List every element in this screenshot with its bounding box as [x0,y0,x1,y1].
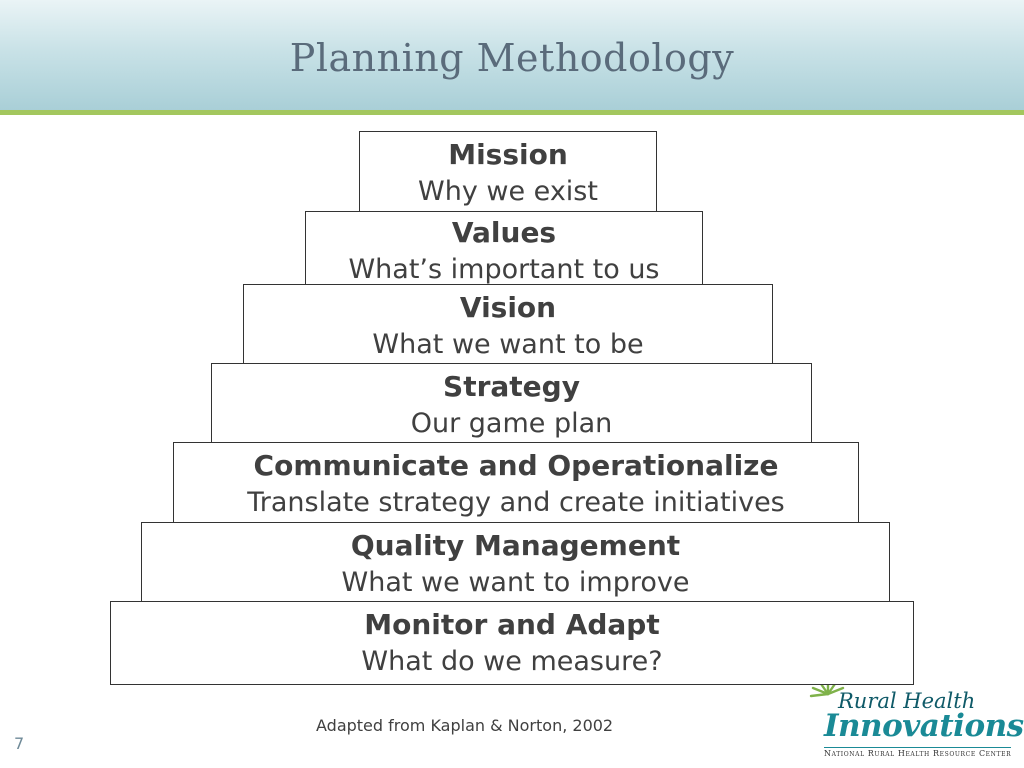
tier-name: Quality Management [350,529,681,562]
logo-text-line3: National Rural Health Resource Center [824,747,1012,758]
source-citation: Adapted from Kaplan & Norton, 2002 [316,716,614,735]
tier-description: Translate strategy and create initiative… [247,487,785,518]
tier-name: Mission [448,138,568,171]
logo-text-line1: Rural Health [838,689,976,713]
pyramid-tier-values: Values What’s important to us [305,211,703,286]
logo-tagline: National Rural Health Resource Center [824,749,1012,758]
tier-name: Monitor and Adapt [364,608,660,641]
pyramid-tier-quality-management: Quality Management What we want to impro… [141,522,890,603]
tier-description: Why we exist [418,176,598,207]
slide-header-band [0,0,1024,110]
tier-description: Our game plan [410,408,613,439]
tier-description: What we want to be [372,329,644,360]
rural-health-innovations-logo: Rural Health Innovations National Rural … [808,672,1024,760]
pyramid-tier-vision: Vision What we want to be [243,284,773,365]
tier-name: Vision [459,291,557,324]
tier-name: Strategy [443,370,580,403]
tier-name: Values [451,216,557,249]
header-accent-rule [0,110,1024,115]
slide-title: Planning Methodology [289,36,735,80]
pyramid-tier-monitor-adapt: Monitor and Adapt What do we measure? [110,601,914,685]
pyramid-tier-mission: Mission Why we exist [359,131,657,212]
pyramid-tier-communicate-operationalize: Communicate and Operationalize Translate… [173,442,859,524]
tier-description: What do we measure? [361,646,663,677]
tier-description: What we want to improve [341,567,690,598]
pyramid-tier-strategy: Strategy Our game plan [211,363,812,444]
tier-name: Communicate and Operationalize [253,449,779,482]
tier-description: What’s important to us [348,254,660,285]
slide-number: 7 [14,734,25,753]
logo-text-line2: Innovations [824,708,1024,744]
